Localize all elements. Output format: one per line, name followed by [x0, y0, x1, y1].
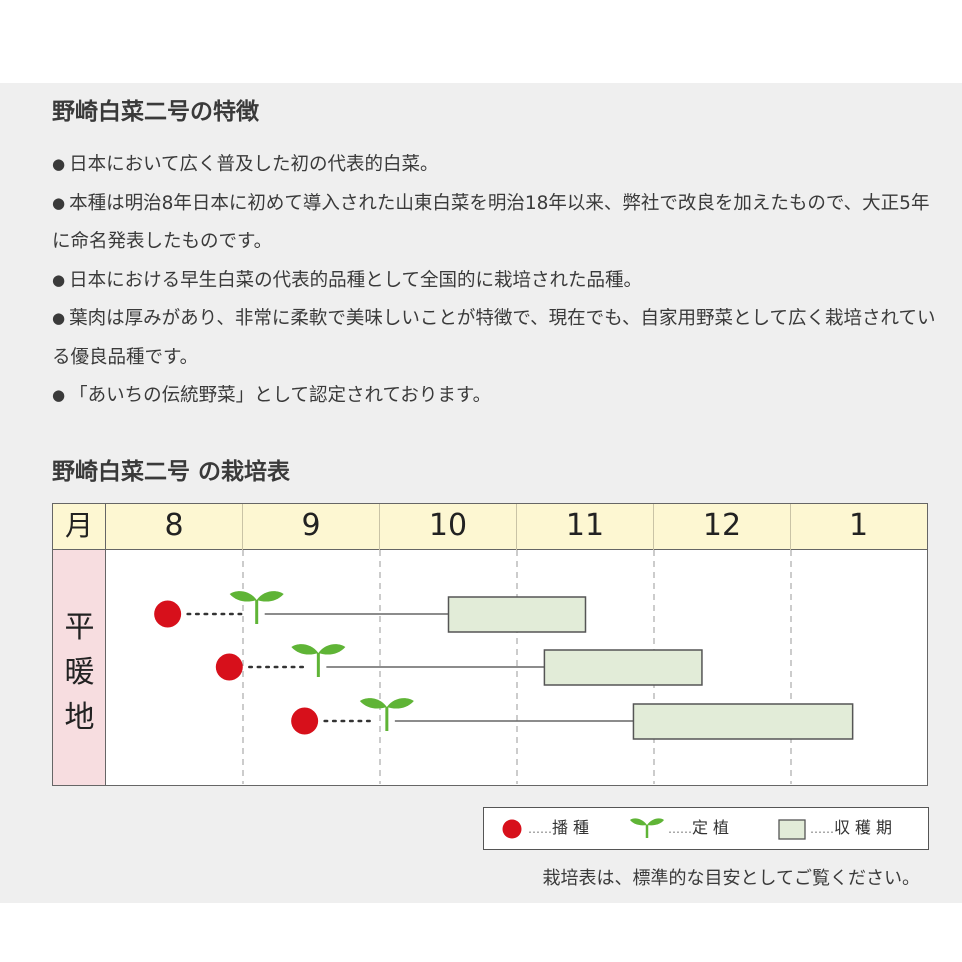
planting-leaf	[256, 591, 284, 602]
schedule-chart	[154, 550, 854, 784]
legend-planting: ……定植	[668, 818, 735, 837]
region-char: 暖	[64, 655, 95, 690]
legend-sowing: ……播種	[528, 818, 595, 837]
month-cell: 9	[243, 504, 380, 550]
harvest-period-bar	[632, 703, 854, 740]
feature-item: ●日本における早生白菜の代表的品種として全国的に栽培された品種。	[52, 269, 643, 291]
feature-item: ●葉肉は厚みがあり、非常に柔軟で美味しいことが特徴で、現在でも、自家用野菜として…	[52, 308, 936, 368]
features-list: ●日本において広く普及した初の代表的白菜。 ●本種は明治8年日本に初めて導入され…	[52, 146, 937, 416]
schedule-title: 野崎白菜二号 の栽培表	[52, 459, 291, 485]
sowing-marker	[291, 707, 319, 735]
month-header-row: 月 8 9 10 11 12 1	[53, 504, 927, 550]
sowing-marker	[215, 653, 243, 681]
legend-graphics	[502, 818, 806, 840]
harvest-period-bar	[543, 649, 703, 686]
legend-harvest: ……収穫期	[810, 818, 898, 837]
planting-leaf	[291, 644, 319, 655]
month-cell: 8	[106, 504, 243, 550]
feature-item: ●本種は明治8年日本に初めて導入された山東白菜を明治18年以来、弊社で改良を加え…	[52, 192, 930, 253]
region-char: 地	[64, 700, 95, 735]
sowing-legend-icon	[502, 819, 522, 839]
month-cell: 12	[654, 504, 791, 550]
month-cell: 10	[380, 504, 517, 550]
planting-leaf	[359, 698, 387, 709]
seedling-legend-icon	[630, 818, 664, 838]
bullet-icon: ●	[52, 270, 66, 289]
feature-item: ●「あいちの伝統野菜」として認定されております。	[52, 385, 492, 406]
bullet-icon: ●	[52, 386, 66, 404]
legend: ……播種 ……定植 ……収穫期	[483, 807, 929, 850]
planting-leaf	[318, 644, 346, 655]
footnote: 栽培表は、標準的な目安としてご覧ください。	[542, 868, 920, 889]
planting-leaf	[229, 591, 257, 602]
region-char: 平	[64, 610, 95, 645]
feature-item: ●日本において広く普及した初の代表的白菜。	[52, 154, 439, 175]
sowing-marker	[154, 600, 182, 628]
month-cell: 11	[517, 504, 654, 550]
bullet-icon: ●	[52, 193, 66, 212]
cultivation-table: 月 8 9 10 11 12 1 平 暖 地	[52, 503, 928, 786]
bullet-icon: ●	[52, 309, 66, 327]
features-title: 野崎白菜二号の特徴	[52, 99, 259, 125]
bullet-icon: ●	[52, 155, 66, 173]
month-cell: 1	[848, 508, 869, 543]
planting-leaf	[386, 698, 414, 709]
harvest-legend-icon	[778, 819, 806, 840]
region-label: 平 暖 地	[53, 550, 106, 785]
month-header-label: 月	[53, 504, 106, 550]
harvest-period-bar	[447, 596, 587, 633]
